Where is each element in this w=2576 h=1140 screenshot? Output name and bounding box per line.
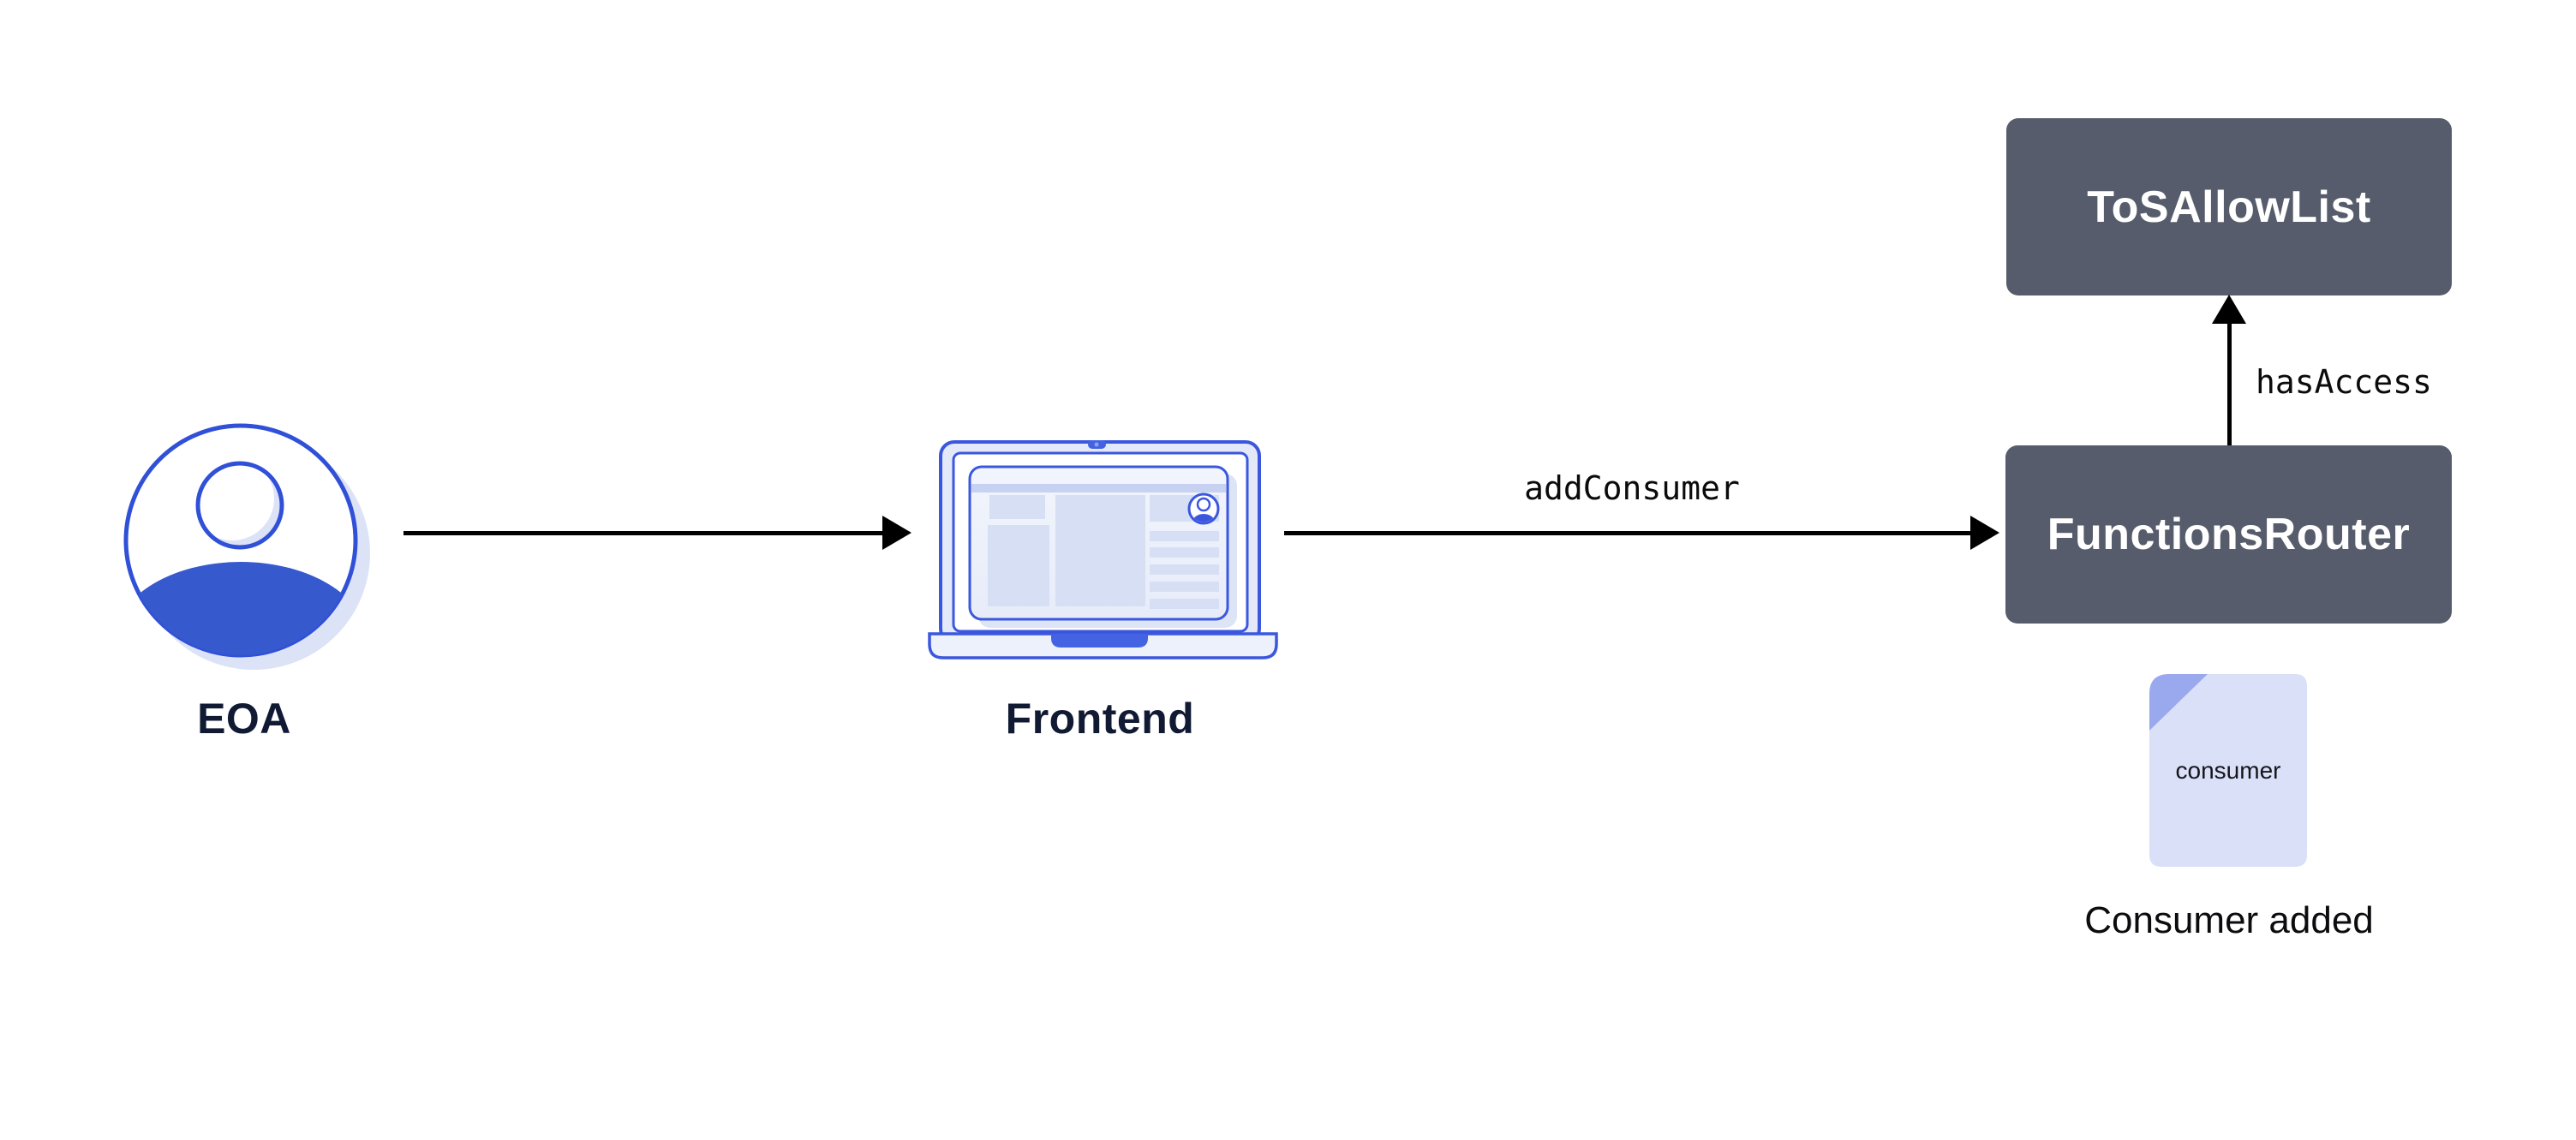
document-file-label: consumer: [2175, 757, 2281, 784]
functionsrouter-label: FunctionsRouter: [2047, 510, 2411, 559]
edge-eoa-to-frontend-arrowhead-icon: [882, 516, 911, 550]
edge-eoa-to-frontend-line: [403, 531, 883, 535]
edge-frontend-to-functionsrouter-arrowhead-icon: [1970, 516, 1999, 550]
edge-label-hasaccess: hasAccess: [2256, 363, 2432, 401]
document-caption: Consumer added: [2084, 899, 2374, 941]
frontend-node-label: Frontend: [1005, 695, 1195, 743]
edge-frontend-to-functionsrouter-line: [1284, 531, 1971, 535]
edge-label-addconsumer: addConsumer: [1524, 469, 1740, 507]
document-file-icon: [2149, 674, 2307, 867]
edge-functionsrouter-to-tosallowlist-arrowhead-icon: [2212, 295, 2246, 324]
user-avatar-icon: [123, 423, 370, 670]
node-functionsrouter: FunctionsRouter: [2005, 445, 2452, 624]
edge-functionsrouter-to-tosallowlist-line: [2227, 324, 2232, 445]
node-tosallowlist: ToSAllowList: [2006, 118, 2452, 295]
eoa-node-label: EOA: [197, 695, 291, 743]
laptop-browser-icon: [928, 440, 1278, 660]
tosallowlist-label: ToSAllowList: [2087, 182, 2371, 232]
